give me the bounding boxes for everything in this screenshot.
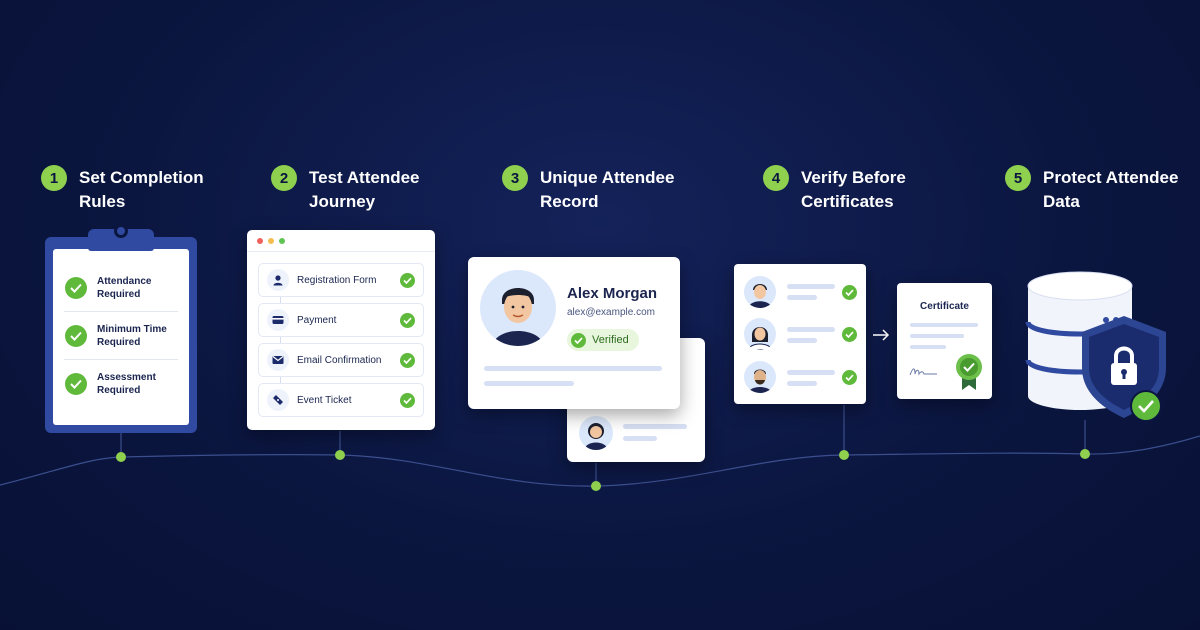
journey-step-label: Payment [297, 314, 337, 326]
step-3-heading: 3 Unique Attendee Record [502, 165, 680, 214]
step-title: Test Attendee Journey [309, 168, 420, 211]
journey-step-label: Registration Form [297, 274, 377, 286]
avatar-icon [744, 276, 776, 308]
timeline-node [591, 481, 601, 491]
step-5-heading: 5 Protect Attendee Data [1005, 165, 1193, 214]
step-number-badge: 1 [41, 165, 67, 191]
journey-step-label: Event Ticket [297, 394, 352, 406]
certificate-title: Certificate [920, 301, 969, 312]
placeholder-line [484, 366, 662, 371]
verification-list-card [734, 264, 866, 404]
timeline-node [116, 452, 126, 462]
placeholder-line [910, 323, 978, 327]
step-4-heading: 4 Verify Before Certificates [763, 165, 921, 214]
check-icon [400, 272, 415, 288]
journey-step: Registration Form [258, 263, 424, 297]
rule-item: Attendance Required [65, 275, 177, 301]
placeholder-line [623, 436, 657, 441]
step-title: Verify Before Certificates [801, 168, 906, 211]
timeline-node [335, 450, 345, 460]
ticket-icon [267, 389, 289, 411]
step-2-heading: 2 Test Attendee Journey [271, 165, 439, 214]
journey-connector [280, 296, 281, 386]
journey-step: Payment [258, 303, 424, 337]
window-controls [257, 238, 285, 244]
card-icon [267, 309, 289, 331]
clipboard-clip [88, 229, 154, 251]
browser-toolbar-divider [247, 251, 435, 252]
placeholder-line [910, 334, 964, 338]
check-icon [571, 332, 586, 348]
rule-item: Assessment Required [65, 371, 177, 397]
avatar-icon [744, 361, 776, 393]
divider [64, 311, 178, 312]
maximize-dot-icon [279, 238, 285, 244]
check-icon [400, 392, 415, 408]
signature-icon [909, 368, 937, 376]
step-title: Protect Attendee Data [1043, 168, 1179, 211]
step-title: Set Completion Rules [79, 168, 204, 211]
avatar-icon [480, 270, 556, 346]
timeline-node [839, 450, 849, 460]
step-number-badge: 5 [1005, 165, 1031, 191]
step-number-badge: 2 [271, 165, 297, 191]
check-icon [65, 277, 87, 299]
placeholder-line [787, 295, 817, 300]
rule-label: Attendance Required [97, 276, 152, 300]
step-1-heading: 1 Set Completion Rules [41, 165, 229, 214]
placeholder-line [787, 381, 817, 386]
verified-label: Verified [592, 334, 629, 346]
rule-item: Minimum Time Required [65, 323, 177, 349]
step-number-badge: 4 [763, 165, 789, 191]
placeholder-line [787, 284, 835, 289]
journey-step: Email Confirmation [258, 343, 424, 377]
step-title: Unique Attendee Record [540, 168, 675, 211]
rule-label: Assessment Required [97, 372, 156, 396]
check-icon [65, 325, 87, 347]
check-icon [65, 373, 87, 395]
check-icon [842, 370, 857, 385]
placeholder-line [787, 338, 817, 343]
database-shield-icon [1025, 271, 1166, 422]
certificate-card: Certificate [897, 283, 992, 399]
placeholder-line [910, 345, 946, 349]
arrow-right-icon [873, 329, 890, 341]
placeholder-line [484, 381, 574, 386]
clipboard-clip-hole [114, 224, 128, 238]
placeholder-line [623, 424, 687, 429]
step-number-badge: 3 [502, 165, 528, 191]
avatar-icon [579, 416, 613, 450]
check-icon [400, 352, 415, 368]
check-icon [842, 285, 857, 300]
user-icon [267, 269, 289, 291]
rule-label: Minimum Time Required [97, 324, 167, 348]
close-dot-icon [257, 238, 263, 244]
check-icon [842, 327, 857, 342]
check-icon [400, 312, 415, 328]
record-email: alex@example.com [567, 307, 655, 318]
avatar-icon [744, 318, 776, 350]
attendee-record-card: Alex Morgan alex@example.com Verified [468, 257, 680, 409]
mail-icon [267, 349, 289, 371]
award-seal-icon [956, 354, 982, 390]
record-name: Alex Morgan [567, 285, 658, 302]
placeholder-line [787, 327, 835, 332]
journey-step: Event Ticket [258, 383, 424, 417]
timeline-node [1080, 449, 1090, 459]
divider [64, 359, 178, 360]
minimize-dot-icon [268, 238, 274, 244]
placeholder-line [787, 370, 835, 375]
verified-badge: Verified [567, 329, 639, 351]
journey-step-label: Email Confirmation [297, 354, 382, 366]
